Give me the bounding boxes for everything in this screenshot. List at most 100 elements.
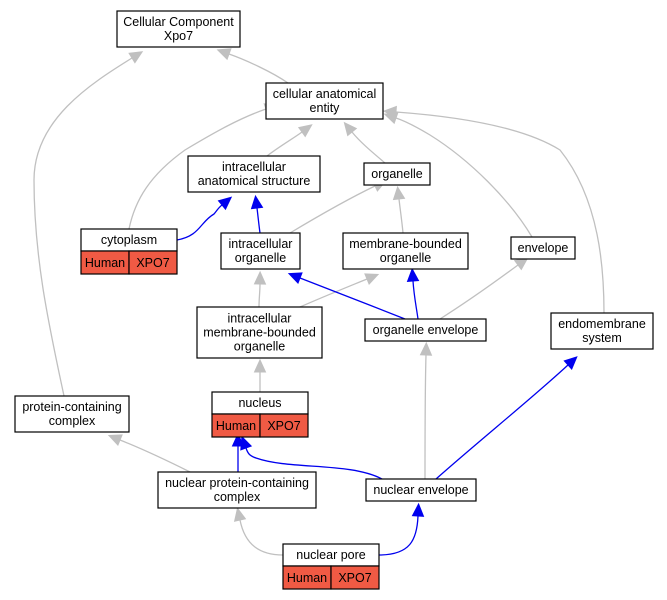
- edge-is-a-intracellular-membrane-bounded-organelle-to-membrane-bounded-organelle-arrowhead: [364, 273, 380, 286]
- edge-is-a-organelle-to-cellular-anatomical-entity-arrowhead: [343, 121, 358, 137]
- edge-is-a-intracellular-membrane-bounded-organelle-to-membrane-bounded-organelle: [299, 278, 368, 308]
- node-label-line: organelle: [234, 340, 285, 354]
- edge-part-of-nuclear-protein-containing-complex-to-nucleus-arrowhead: [231, 432, 245, 447]
- edge-is-a-organelle-envelope-to-envelope: [439, 264, 519, 320]
- edge-is-a-intracellular-membrane-bounded-organelle-to-intracellular-organelle-arrowhead: [253, 270, 267, 285]
- node-box: [365, 478, 477, 502]
- node-label-line: membrane-bounded: [203, 326, 316, 340]
- node-label-line: membrane-bounded: [349, 237, 462, 251]
- edge-part-of-organelle-envelope-to-intracellular-organelle-arrowhead: [287, 272, 303, 285]
- annotation-gene: XPO7: [338, 571, 371, 585]
- annotation-species: Human: [85, 256, 125, 270]
- edge-is-a-intracellular-organelle-to-organelle: [289, 185, 376, 234]
- annotation-gene: XPO7: [267, 419, 300, 433]
- edges-layer: [33, 48, 605, 556]
- node-box: [14, 395, 130, 433]
- edge-part-of-nuclear-envelope-to-endomembrane-system-arrowhead: [563, 356, 578, 371]
- node-nuclear-envelope[interactable]: nuclear envelope: [365, 478, 477, 502]
- node-box: [550, 312, 654, 350]
- edge-is-a-cytoplasm-to-cellular-anatomical-entity: [128, 108, 267, 230]
- edge-part-of-organelle-envelope-to-intracellular-organelle: [299, 277, 406, 320]
- node-label-line: Cellular Component: [123, 15, 234, 29]
- node-label-line: nuclear envelope: [373, 483, 468, 497]
- node-label-line: intracellular: [228, 312, 292, 326]
- node-label-line: endomembrane: [558, 317, 646, 331]
- node-box: [116, 10, 241, 48]
- node-label-line: nuclear pore: [296, 548, 366, 562]
- node-label-line: organelle: [380, 251, 431, 265]
- node-label-line: organelle: [235, 251, 286, 265]
- annotation-cell: [128, 250, 178, 275]
- edge-part-of-intracellular-organelle-to-intracellular-anatomical-structure-arrowhead: [250, 194, 264, 210]
- node-box: [187, 155, 321, 193]
- edge-is-a-endomembrane-system-to-cellular-anatomical-entity: [395, 111, 605, 314]
- edge-is-a-nucleus-to-intracellular-membrane-bounded-organelle-arrowhead: [253, 358, 267, 373]
- edge-is-a-protein-containing-complex-to-cellular-component: [33, 57, 133, 397]
- edge-is-a-intracellular-membrane-bounded-organelle-to-intracellular-organelle: [258, 283, 261, 308]
- node-label-line: system: [582, 331, 622, 345]
- annotation-cell: [330, 565, 380, 590]
- node-box: [265, 82, 384, 120]
- edge-is-a-membrane-bounded-organelle-to-organelle: [398, 198, 404, 234]
- node-label-line: protein-containing: [22, 400, 121, 414]
- edge-is-a-endomembrane-system-to-cellular-anatomical-entity-arrowhead: [382, 105, 397, 119]
- node-label-line: organelle envelope: [373, 323, 479, 337]
- edge-is-a-envelope-to-cellular-anatomical-entity: [395, 117, 533, 238]
- node-label-line: nucleus: [238, 396, 281, 410]
- node-label-line: entity: [310, 101, 341, 115]
- node-label-line: organelle: [371, 167, 422, 181]
- node-box: [342, 232, 469, 270]
- node-box: [364, 318, 487, 342]
- edge-is-a-membrane-bounded-organelle-to-organelle-arrowhead: [392, 185, 406, 201]
- node-organelle-envelope[interactable]: organelle envelope: [364, 318, 487, 342]
- edge-is-a-cellular-anatomical-entity-to-cellular-component-arrowhead: [216, 48, 232, 61]
- edge-part-of-nuclear-envelope-to-endomembrane-system: [435, 364, 569, 480]
- annotation-gene: XPO7: [136, 256, 169, 270]
- edge-is-a-protein-containing-complex-to-cellular-component-arrowhead: [128, 51, 144, 64]
- node-box: [220, 232, 301, 270]
- node-label-line: intracellular: [229, 237, 293, 251]
- edge-part-of-cytoplasm-to-intracellular-anatomical-structure-arrowhead: [217, 196, 233, 211]
- edge-part-of-organelle-envelope-to-membrane-bounded-organelle-arrowhead: [406, 267, 420, 282]
- edge-part-of-organelle-envelope-to-membrane-bounded-organelle: [412, 280, 419, 320]
- node-label-line: complex: [214, 490, 261, 504]
- edge-part-of-nuclear-envelope-to-nucleus-arrowhead: [240, 435, 253, 451]
- node-box: [510, 236, 576, 260]
- node-envelope[interactable]: envelope: [510, 236, 576, 260]
- annotation-species: Human: [287, 571, 327, 585]
- edge-part-of-cytoplasm-to-intracellular-anatomical-structure: [176, 204, 223, 241]
- node-label-line: Xpo7: [164, 29, 193, 43]
- node-label-line: cellular anatomical: [273, 87, 377, 101]
- annotation-cell: [259, 413, 309, 438]
- node-label-line: complex: [49, 414, 96, 428]
- annotation-species: Human: [216, 419, 256, 433]
- edge-is-a-nuclear-protein-containing-complex-to-protein-containing-complex: [119, 439, 191, 473]
- edge-is-a-nuclear-pore-to-nuclear-protein-containing-complex-arrowhead: [233, 507, 247, 522]
- edge-is-a-nuclear-envelope-to-organelle-envelope-arrowhead: [419, 341, 433, 356]
- node-box: [196, 306, 323, 359]
- node-box: [157, 471, 317, 509]
- edge-is-a-nuclear-pore-to-nuclear-protein-containing-complex: [239, 519, 284, 556]
- edge-is-a-intracellular-anatomical-structure-to-cellular-anatomical-entity-arrowhead: [297, 124, 313, 138]
- node-label-line: cytoplasm: [101, 233, 157, 247]
- node-label-line: nuclear protein-containing: [165, 476, 309, 490]
- node-organelle[interactable]: organelle: [363, 162, 431, 186]
- edge-part-of-intracellular-organelle-to-intracellular-anatomical-structure: [256, 207, 261, 234]
- edge-is-a-intracellular-anatomical-structure-to-cellular-anatomical-entity: [266, 131, 303, 157]
- edge-is-a-organelle-to-cellular-anatomical-entity: [351, 131, 386, 164]
- edge-is-a-nuclear-protein-containing-complex-to-protein-containing-complex-arrowhead: [107, 434, 123, 447]
